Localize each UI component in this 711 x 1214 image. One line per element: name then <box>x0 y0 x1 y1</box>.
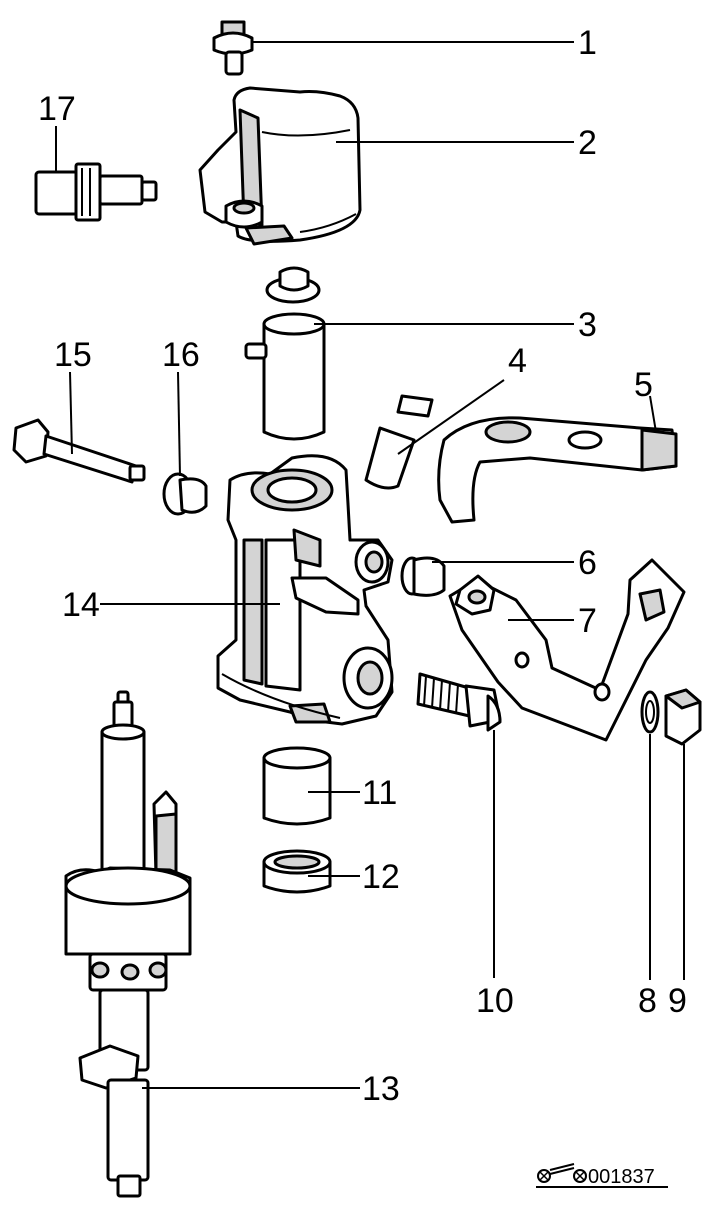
callout-8: 8 <box>638 982 657 1020</box>
part-8-washer <box>640 690 660 734</box>
callout-4: 4 <box>508 342 527 380</box>
callout-15: 15 <box>54 336 92 374</box>
part-17-sensor <box>34 162 158 222</box>
callout-2: 2 <box>578 124 597 162</box>
part-13-shaft <box>64 690 192 1198</box>
callout-9: 9 <box>668 982 687 1020</box>
leader-lines <box>55 41 685 1089</box>
callout-11: 11 <box>362 774 397 812</box>
callout-17: 17 <box>38 90 76 128</box>
part-10-fitting <box>416 672 502 732</box>
reference-mark: 001837 <box>536 1163 668 1188</box>
part-4-pin <box>364 394 434 490</box>
callout-6: 6 <box>578 544 597 582</box>
part-12-ring <box>262 849 332 894</box>
part-6-plug <box>400 556 446 597</box>
callout-1: 1 <box>578 24 597 62</box>
part-14-housing <box>216 454 394 726</box>
part-11-bushing <box>262 746 332 826</box>
part-1-bolt <box>212 20 254 76</box>
callout-13: 13 <box>362 1070 400 1108</box>
part-3-seal <box>265 266 321 304</box>
part-9-nut <box>664 688 702 746</box>
part-7-bracket <box>448 558 686 742</box>
callout-14: 14 <box>62 586 100 624</box>
callout-12: 12 <box>362 858 400 896</box>
callout-16: 16 <box>162 336 200 374</box>
part-15-bolt <box>12 418 146 484</box>
callout-labels: 1 2 3 4 5 6 7 8 9 10 11 12 13 14 15 16 1… <box>38 24 687 1108</box>
part-3-sleeve <box>244 312 326 441</box>
part-16-plug <box>162 472 208 516</box>
callout-3: 3 <box>578 306 597 344</box>
part-5-lever <box>437 416 678 524</box>
callout-10: 10 <box>476 982 514 1020</box>
callout-5: 5 <box>634 366 653 404</box>
reference-code: 001837 <box>588 1166 655 1188</box>
publisher-logo-icon <box>537 1163 587 1183</box>
callout-7: 7 <box>578 602 597 640</box>
part-2-cover <box>198 86 362 246</box>
